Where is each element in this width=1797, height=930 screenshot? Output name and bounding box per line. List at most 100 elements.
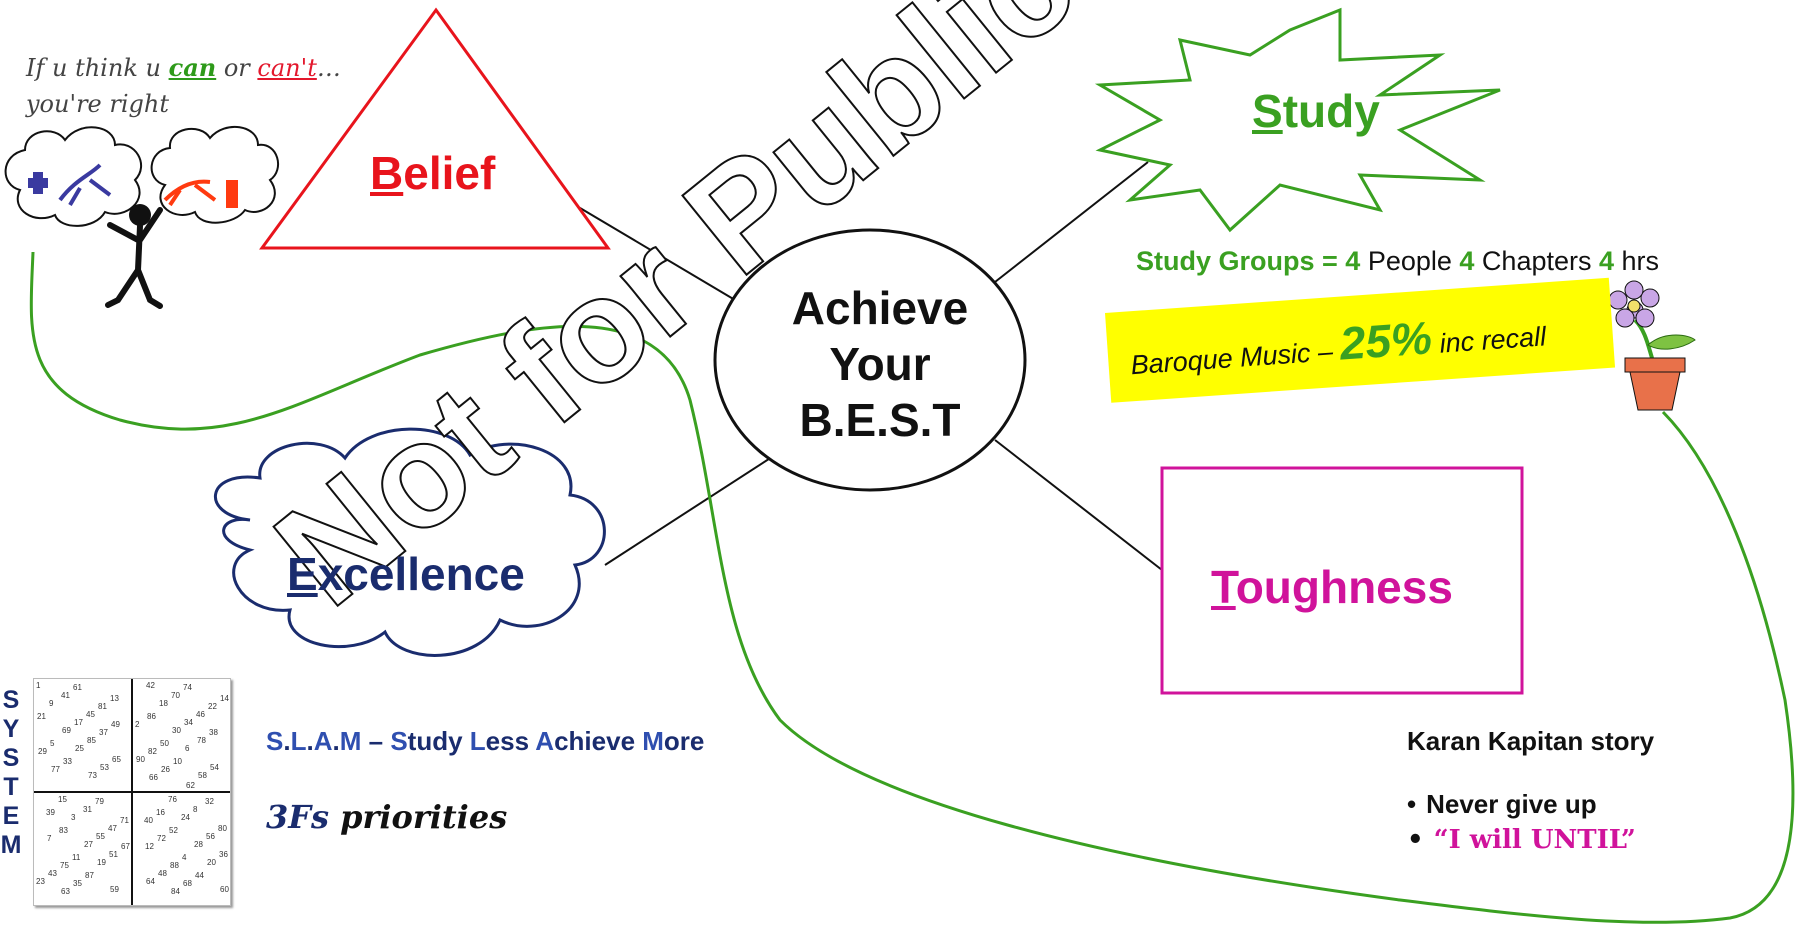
grid-number: 33 [63, 757, 72, 766]
figure-blue-icon [58, 163, 112, 207]
grid-number: 10 [173, 757, 182, 766]
bullet-never-give-up: Never give up [1407, 786, 1636, 822]
grid-number: 69 [62, 726, 71, 735]
plus-icon-v [33, 172, 43, 194]
grid-number: 71 [120, 816, 129, 825]
grid-number: 76 [168, 795, 177, 804]
grid-number: 66 [149, 773, 158, 782]
priorities-f: 3Fs [266, 798, 329, 836]
slam-s: S [266, 726, 284, 756]
grid-number: 75 [60, 861, 69, 870]
slam-m2: M [642, 726, 664, 756]
belief-rest: elief [403, 147, 496, 199]
slam-dot2: . [306, 726, 314, 756]
grid-number: 52 [169, 826, 178, 835]
grid-number: 28 [194, 840, 203, 849]
grid-number: 61 [73, 683, 82, 692]
grid-number: 26 [161, 765, 170, 774]
grid-horizontal-divider [34, 791, 230, 793]
slam-a: A [313, 726, 333, 756]
thinker-body-icon [105, 207, 163, 309]
grid-number: 73 [88, 771, 97, 780]
belief-initial: B [370, 147, 404, 199]
belief-quote: If u think u can or can't… you're right [26, 50, 341, 122]
toughness-label: Toughness [1211, 560, 1453, 614]
grid-number: 37 [99, 728, 108, 737]
grid-number: 64 [146, 877, 155, 886]
slam-w1: tudy [407, 726, 470, 756]
grid-number: 42 [146, 681, 155, 690]
grid-number: 2 [135, 720, 140, 729]
thought-cloud-left [4, 126, 142, 227]
grid-number: 40 [144, 816, 153, 825]
grid-number: 1 [36, 681, 41, 690]
grid-number: 90 [136, 755, 145, 764]
grid-number: 55 [96, 832, 105, 841]
connector-belief [574, 204, 736, 301]
karan-bullets: Never give up “I will UNTIL” [1407, 786, 1636, 858]
excellence-rest: xcellence [317, 548, 525, 600]
grid-number: 46 [196, 710, 205, 719]
grid-number: 49 [111, 720, 120, 729]
grid-number: 9 [49, 699, 54, 708]
excellence-label: Excellence [287, 547, 525, 601]
grid-number: 67 [121, 842, 130, 851]
grid-number: 81 [98, 702, 107, 711]
baroque-pct: 25% [1338, 311, 1434, 370]
grid-number: 8 [193, 805, 198, 814]
center-line1: Achieve [791, 282, 969, 334]
grid-number: 36 [219, 850, 228, 859]
slam-w4: ore [663, 726, 705, 756]
quote-can: can [168, 53, 217, 82]
study-groups-n1: 4 [1345, 246, 1361, 276]
quote-part1: If u think u [26, 54, 169, 82]
grid-number: 68 [183, 879, 192, 888]
grid-number: 79 [95, 797, 104, 806]
slam-l: L [290, 726, 307, 756]
slam-s2: S [390, 726, 408, 756]
study-groups-w1: People [1360, 246, 1460, 276]
thought-cloud-right [150, 125, 279, 224]
grid-number: 77 [51, 765, 60, 774]
system-letter: S [2, 686, 20, 714]
grid-number: 3 [71, 813, 76, 822]
grid-number: 31 [83, 805, 92, 814]
system-letter: T [3, 773, 19, 801]
quote-line2: you're right [26, 90, 169, 118]
grid-number: 82 [148, 747, 157, 756]
grid-number: 84 [171, 887, 180, 896]
slam-dash: – [361, 726, 391, 756]
slam-a2: A [535, 726, 555, 756]
grid-number: 44 [195, 871, 204, 880]
slam-dot1: . [283, 726, 291, 756]
grid-number: 30 [172, 726, 181, 735]
grid-number: 51 [109, 850, 118, 859]
grid-number: 86 [147, 712, 156, 721]
grid-number: 5 [50, 739, 55, 748]
baroque-text1: Baroque Music – [1129, 335, 1342, 381]
grid-number: 58 [198, 771, 207, 780]
grid-number: 14 [220, 694, 229, 703]
system-letter: Y [2, 715, 20, 743]
study-groups-w3: hrs [1614, 246, 1660, 276]
thinker-head-icon [129, 204, 151, 226]
minus-block-icon [226, 180, 238, 208]
grid-number: 38 [209, 728, 218, 737]
connector-study [994, 161, 1149, 283]
slam-l2: L [469, 726, 486, 756]
grid-number: 88 [170, 861, 179, 870]
toughness-rest: oughness [1235, 561, 1453, 613]
grid-number: 85 [87, 736, 96, 745]
quote-part2: or [216, 54, 258, 82]
grid-number: 13 [110, 694, 119, 703]
belief-label: Belief [370, 146, 495, 200]
grid-number: 20 [207, 858, 216, 867]
grid-number: 87 [85, 871, 94, 880]
figure-orange-icon [163, 179, 217, 207]
system-letter: E [2, 802, 20, 830]
grid-number: 83 [59, 826, 68, 835]
toughness-initial: T [1211, 561, 1236, 613]
study-rest: tudy [1282, 85, 1380, 137]
grid-number: 50 [160, 739, 169, 748]
